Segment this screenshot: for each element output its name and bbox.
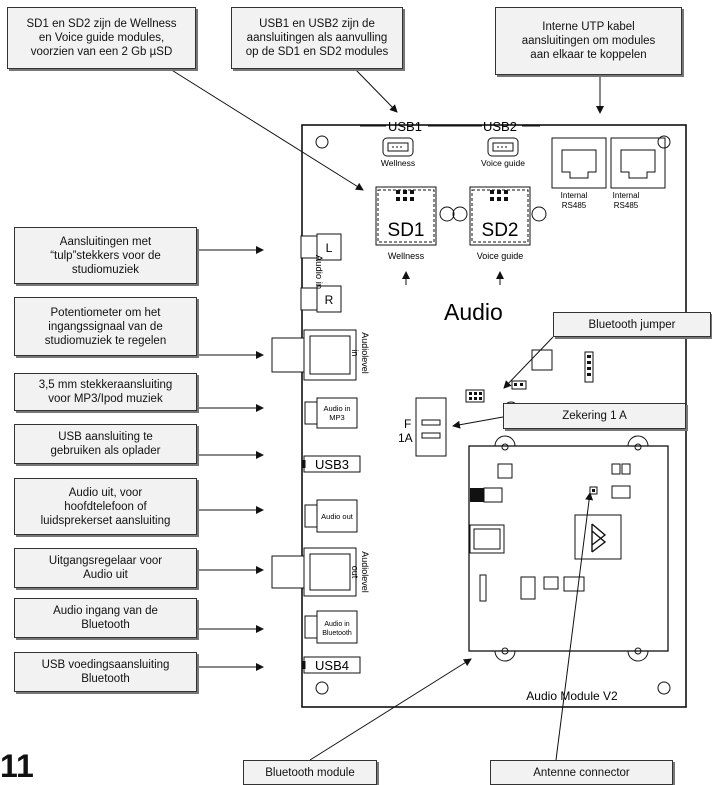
mounting-hole (657, 681, 671, 695)
sd1-module (375, 186, 437, 246)
sd2-label: SD2 (482, 220, 519, 241)
mounting-hole (315, 135, 329, 149)
callout-tulp: Aansluitingen met “tulp”stekkers voor de… (14, 227, 197, 284)
audio-out-label: Audio out (321, 512, 354, 521)
sd2-voice-guide-label: Voice guide (477, 251, 524, 261)
usb2-label: USB2 (483, 119, 517, 134)
audiolevel-out-potentiometer (271, 547, 357, 597)
audiolevel-out-label: Audiolevelout (350, 551, 370, 593)
rs485-label-2: RS485 (614, 201, 639, 210)
fuse-f-label: F (404, 417, 411, 431)
rca-l-label: L (326, 241, 333, 255)
voice-guide-label: Voice guide (481, 158, 525, 168)
callout-bt-input: Audio ingang van de Bluetooth (14, 598, 197, 638)
rs485-port-1 (551, 137, 607, 189)
usb1-port (382, 137, 414, 157)
callout-usb-modules: USB1 en USB2 zijn de aansluitingen als a… (231, 7, 403, 69)
mounting-hole (657, 135, 671, 149)
bluetooth-icon (591, 523, 607, 553)
rs485-port-2 (610, 137, 666, 189)
callout-bt-jumper: Bluetooth jumper (553, 312, 711, 337)
audio-in-label: Audio in (313, 255, 324, 289)
audio-module-v2-label: Audio Module V2 (526, 689, 618, 703)
rs485-label-1: RS485 (562, 201, 587, 210)
callout-sd-modules: SD1 en SD2 zijn de Wellness en Voice gui… (7, 7, 196, 69)
page-number: 11 (0, 748, 34, 784)
usb1-label: USB1 (388, 119, 422, 134)
rca-right-connector (300, 285, 342, 313)
mounting-hole (315, 681, 329, 695)
fuse-1a (415, 397, 447, 457)
rca-r-label: R (325, 293, 334, 307)
sd1-wellness-label: Wellness (388, 251, 425, 261)
callout-usb-charger: USB aansluiting te gebruiken als oplader (14, 424, 197, 464)
rca-left-connector (300, 233, 342, 261)
bluetooth-jumper (465, 389, 485, 403)
usb3-label: USB3 (315, 457, 349, 472)
usb2-port (487, 137, 519, 157)
wellness-label: Wellness (381, 158, 415, 168)
callout-usb-power-bt: USB voedingsaansluiting Bluetooth (14, 652, 197, 692)
fuse-1a-label: 1A (398, 431, 413, 445)
usb4-label: USB4 (315, 658, 349, 673)
audio-out-jack (304, 499, 358, 533)
callout-mp3: 3,5 mm stekkeraansluiting voor MP3/Ipod … (14, 373, 197, 411)
bluetooth-module-board (468, 435, 669, 662)
sd2-module (469, 186, 531, 246)
sd1-label: SD1 (388, 220, 425, 241)
audio-in-mp3-jack (304, 397, 358, 429)
callout-potentiometer: Potentiometer om het ingangssignaal van … (14, 297, 197, 356)
audio-board-title: Audio (444, 299, 503, 325)
callout-antenna: Antenne connector (490, 760, 673, 785)
audio-in-bluetooth-jack (304, 610, 358, 644)
internal-label-1: Internal (561, 191, 588, 200)
callout-fuse: Zekering 1 A (503, 403, 686, 429)
callout-audio-out: Audio uit, voor hoofdtelefoon of luidspr… (14, 478, 197, 535)
audiolevel-in-label: Audiolevelin (350, 332, 370, 374)
callout-output-regulator: Uitgangsregelaar voor Audio uit (14, 548, 197, 588)
audiolevel-in-potentiometer (271, 329, 357, 381)
callout-bt-module: Bluetooth module (243, 760, 377, 785)
callout-utp: Interne UTP kabel aansluitingen om modul… (495, 7, 682, 75)
internal-label-2: Internal (613, 191, 640, 200)
